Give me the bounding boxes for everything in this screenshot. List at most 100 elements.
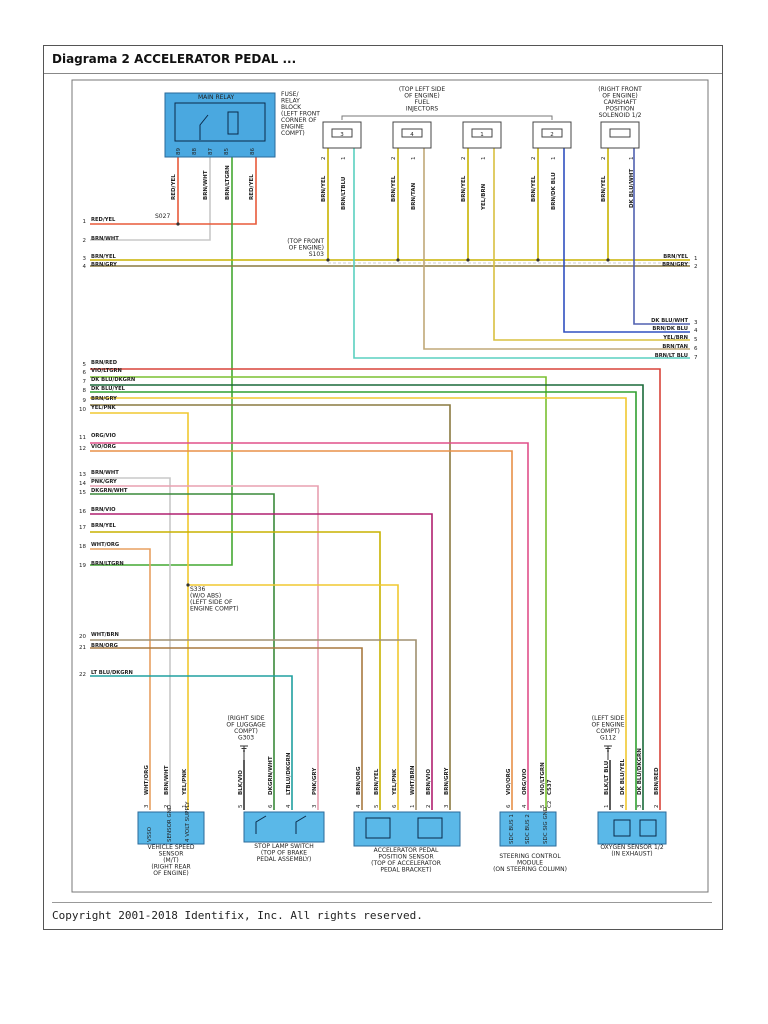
o2s-pin: 4 xyxy=(620,804,626,808)
injector-2 xyxy=(532,121,572,149)
fuse-relay-block-caption: CORNER OF xyxy=(281,117,317,124)
left-wire-label: BRN/VIO xyxy=(91,507,116,513)
sls-wire-label: DKGRN/WHT xyxy=(268,756,274,795)
o2s-pin: 2 xyxy=(654,805,660,809)
vss-pin: 1 xyxy=(182,805,188,809)
splice-s103 xyxy=(466,258,470,262)
wire-brn-wht-13 xyxy=(90,477,171,810)
footer-divider xyxy=(52,902,712,903)
wire-brn-ltblu-r7 xyxy=(353,148,690,359)
wires-layer xyxy=(90,145,690,810)
right-wire-label: BRN/TAN xyxy=(662,344,688,350)
injector-coil xyxy=(541,128,563,138)
left-wire-number: 4 xyxy=(83,264,87,270)
ground-g303-label: OF LUGGAGE xyxy=(226,722,265,729)
scm-caption: MODULE xyxy=(517,860,543,867)
injector-wire-label: BRN/DK BLU xyxy=(551,172,557,210)
wire-vio-ltgrn-6 xyxy=(90,376,547,810)
sls-pin: 6 xyxy=(268,804,274,808)
wire-wht-org-18 xyxy=(90,548,151,810)
scm-inner-label: SDC BUS 2 xyxy=(525,814,531,844)
injectors-caption: OF ENGINE) xyxy=(404,93,439,100)
injector-wire-label: BRN/YEL xyxy=(461,175,467,202)
scm-pin: 6 xyxy=(506,804,512,808)
relay-pin-89: 89 xyxy=(176,148,182,155)
left-wire-label: WHT/BRN xyxy=(91,632,119,638)
sls-pin: 5 xyxy=(238,804,244,808)
o2s-heater xyxy=(639,819,657,837)
wire-brn-dkblu-r4 xyxy=(563,148,690,333)
left-wire-label: DK BLU/DKGRN xyxy=(91,377,135,383)
wire-dkblu-yel-8 xyxy=(90,391,637,810)
left-wire-label: VIO/LTGRN xyxy=(91,368,122,374)
right-wire-label: BRN/GRY xyxy=(662,262,688,268)
left-wire-number: 17 xyxy=(79,525,86,531)
wire-dkgrn-wht-15 xyxy=(90,493,275,810)
left-wire-label: BRN/GRY xyxy=(91,396,117,402)
right-wire-number: 7 xyxy=(694,355,698,361)
sls-pin: 4 xyxy=(286,804,292,808)
ground-g112-label: G112 xyxy=(600,735,616,742)
vss-caption: (M/T) xyxy=(163,857,179,864)
relay-pin-86: 86 xyxy=(250,148,256,155)
vss-inner-label: 4 VOLT SUPPLY xyxy=(185,801,191,842)
apps-caption: PEDAL BRACKET) xyxy=(380,867,431,874)
apps-pin: 3 xyxy=(444,804,450,808)
fuse-relay-block-caption: BLOCK xyxy=(281,104,302,111)
apps-wire-label: WHT/BRN xyxy=(410,765,416,795)
vss-wire-label: BRN/WHT xyxy=(164,765,170,795)
camshaft-wire-label: BRN/YEL xyxy=(601,175,607,202)
relay-wire-label: RED/YEL xyxy=(171,174,177,200)
apps-caption: (TOP OF ACCELERATOR xyxy=(371,860,441,867)
splice-s027 xyxy=(176,222,180,226)
vss-inner-label: SENSOR GND xyxy=(167,805,173,842)
apps-track-2 xyxy=(417,817,443,839)
apps-pin: 6 xyxy=(392,804,398,808)
relay-contact xyxy=(199,114,209,140)
vss-pin: 2 xyxy=(164,805,170,809)
sls-contact xyxy=(255,815,267,834)
left-wire-label: VIO/ORG xyxy=(91,444,116,450)
relay-pin-87: 87 xyxy=(208,148,214,155)
splice-s103-label: OF ENGINE) xyxy=(289,245,324,252)
camshaft-caption: POSITION xyxy=(606,106,635,113)
left-wire-number: 5 xyxy=(83,362,87,368)
splice-s103-label: S103 xyxy=(309,251,324,258)
vehicle-speed-sensor xyxy=(137,811,205,845)
main-relay-box xyxy=(164,92,276,158)
splice-s336-label: S336 xyxy=(190,586,205,593)
apps-wire-label: BRN/YEL xyxy=(374,768,380,795)
left-wire-number: 20 xyxy=(79,634,86,640)
wire-brn-gry-9b xyxy=(90,404,451,810)
camshaft-caption: (RIGHT FRONT xyxy=(598,86,642,93)
sls-wire-label: BLK/VIO xyxy=(238,770,244,795)
right-wire-label: BRN/LT BLU xyxy=(655,353,688,359)
vss-wire-label: YEL/PNK xyxy=(182,768,188,796)
wire-yel-pnk-apps xyxy=(188,584,399,810)
diagram-inner-border xyxy=(71,79,709,893)
right-wire-label: DK BLU/WHT xyxy=(651,318,688,324)
left-wire-number: 10 xyxy=(79,407,86,413)
left-wire-label: DK BLU/YEL xyxy=(91,386,126,392)
fuse-relay-block-caption: RELAY xyxy=(281,98,300,105)
injectors-caption: INJECTORS xyxy=(406,106,439,113)
camshaft-caption: SOLENOID 1/2 xyxy=(599,112,642,119)
main-relay-inner xyxy=(174,102,266,142)
left-wire-number: 18 xyxy=(79,544,86,550)
left-wire-label: BRN/YEL xyxy=(91,523,116,529)
injector-coil xyxy=(401,128,423,138)
injector-1 xyxy=(462,121,502,149)
wire-ltblu-dkgrn-22 xyxy=(90,675,293,810)
apps-wire-label: YEL/PNK xyxy=(392,768,398,796)
wire-red-yel-relay xyxy=(178,145,257,225)
fuse-relay-block-caption: FUSE/ xyxy=(281,91,299,98)
wire-brn-ltgrn-19 xyxy=(90,145,233,566)
left-wire-number: 21 xyxy=(79,645,86,651)
title-divider xyxy=(44,73,722,74)
apps-caption: ACCELERATOR PEDAL xyxy=(374,847,439,854)
fuse-relay-block-caption: (LEFT FRONT xyxy=(281,111,320,118)
wire-vio-org-12 xyxy=(90,450,513,810)
right-wire-number: 5 xyxy=(694,337,698,343)
